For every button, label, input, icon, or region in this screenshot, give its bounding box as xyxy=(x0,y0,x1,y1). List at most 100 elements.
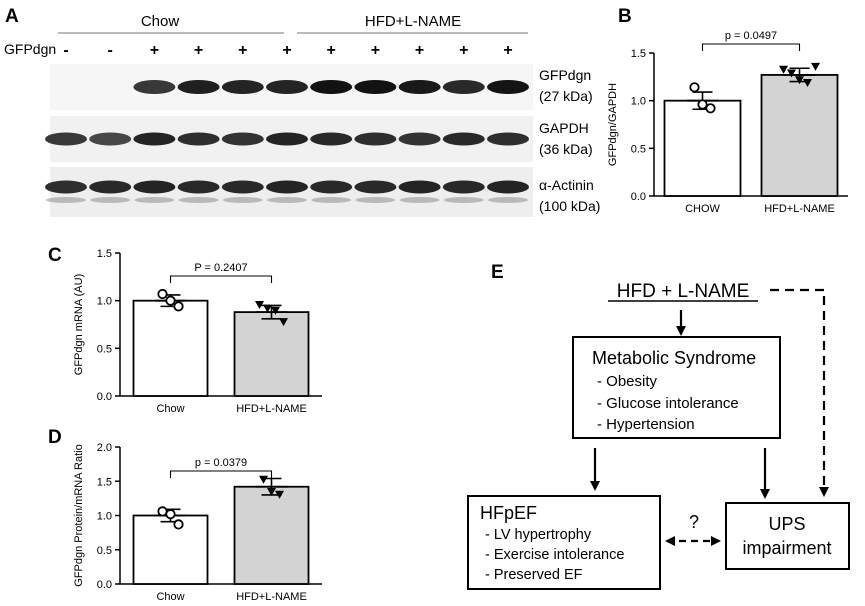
band-actinin-lower xyxy=(90,197,131,203)
x-tick-label: Chow xyxy=(156,403,184,415)
data-point xyxy=(165,295,176,306)
band-gapdh xyxy=(45,132,87,146)
p-value-label: P = 0.2407 xyxy=(194,262,247,274)
band-actinin xyxy=(45,180,87,194)
hfpef-item-exercise: - Exercise intolerance xyxy=(485,547,624,563)
y-axis-label: GFPdgn Protein/mRNA Ratio xyxy=(73,444,85,586)
y-tick-label: 0.5 xyxy=(97,343,112,355)
data-point xyxy=(255,300,264,309)
ups-line2: impairment xyxy=(742,538,831,558)
y-tick-label: 0.0 xyxy=(631,191,646,203)
band-gfpdgn xyxy=(221,80,264,94)
band-label-gfpdgn: GFPdgn xyxy=(539,67,591,83)
x-tick-label: HFD+L-NAME xyxy=(764,203,835,215)
bar xyxy=(233,485,310,585)
band-actinin-lower xyxy=(443,197,484,203)
x-tick-label: HFD+L-NAME xyxy=(236,591,307,603)
gfpdgn-row-label: GFPdgn xyxy=(4,41,56,57)
metabolic-item-obesity: - Obesity xyxy=(597,373,658,390)
y-tick-label: 0.5 xyxy=(97,545,112,557)
data-point xyxy=(697,99,708,110)
hfpef-item-lv: - LV hypertrophy xyxy=(485,527,592,543)
bar xyxy=(663,99,742,197)
y-tick-label: 0.5 xyxy=(631,143,646,155)
data-point xyxy=(165,509,176,520)
band-gfpdgn xyxy=(266,80,308,94)
band-actinin xyxy=(310,180,353,194)
band-gapdh xyxy=(266,132,308,146)
ups-impairment-box xyxy=(725,502,850,570)
hfpef-item-ef: - Preserved EF xyxy=(485,567,583,583)
band-actinin-lower xyxy=(178,197,219,203)
data-point xyxy=(779,65,788,74)
y-tick-label: 2.0 xyxy=(97,442,112,454)
significance-bracket xyxy=(169,275,273,283)
data-point xyxy=(811,62,820,71)
band-size-gapdh: (36 kDa) xyxy=(539,141,593,157)
band-actinin xyxy=(442,180,485,194)
band-gapdh xyxy=(221,132,264,146)
hfpef-title: HFpEF xyxy=(480,503,537,523)
band-actinin xyxy=(487,180,529,194)
hfpef-box xyxy=(467,495,661,590)
band-gapdh xyxy=(398,132,441,146)
y-tick-label: 0.0 xyxy=(97,579,112,591)
ups-line1: UPS xyxy=(768,514,805,534)
panel-letter-d: D xyxy=(48,427,62,448)
bar xyxy=(132,299,209,397)
y-axis-label: GFPdgn mRNA (AU) xyxy=(73,274,85,375)
band-label-actinin: α-Actinin xyxy=(539,177,594,193)
band-actinin xyxy=(133,180,176,194)
metabolic-item-hypertension: - Hypertension xyxy=(597,416,695,433)
data-point xyxy=(275,490,284,499)
band-actinin-lower xyxy=(311,197,352,203)
band-actinin xyxy=(221,180,264,194)
y-tick-label: 0.0 xyxy=(97,391,112,403)
band-actinin-lower xyxy=(399,197,440,203)
metabolic-syndrome-title: Metabolic Syndrome xyxy=(592,348,756,368)
band-gapdh xyxy=(177,132,220,146)
band-gfpdgn xyxy=(177,80,220,94)
band-actinin xyxy=(177,180,220,194)
band-gapdh xyxy=(487,132,529,146)
band-actinin xyxy=(354,180,397,194)
panel-e: E HFD + L-NAME Metabolic Syndrome - Obes… xyxy=(467,262,850,590)
panel-letter-e: E xyxy=(491,262,504,283)
band-actinin xyxy=(266,180,308,194)
panel-letter-c: C xyxy=(48,245,62,266)
lane-mark: + xyxy=(194,42,203,59)
y-tick-label: 1.5 xyxy=(631,48,646,60)
lane-mark: + xyxy=(371,42,380,59)
bar xyxy=(132,514,209,585)
dashed-arrow-hfd-to-ups xyxy=(770,288,829,497)
metabolic-syndrome-box xyxy=(572,336,781,439)
y-axis-label: GFPdgn/GAPDH xyxy=(607,83,619,166)
y-tick-label: 1.5 xyxy=(97,248,112,260)
band-gfpdgn xyxy=(354,80,397,94)
band-label-gapdh: GAPDH xyxy=(539,120,589,136)
band-actinin-lower xyxy=(488,197,528,203)
data-point xyxy=(803,79,812,88)
y-tick-label: 1.0 xyxy=(97,511,112,523)
band-gfpdgn xyxy=(442,80,485,94)
lane-mark: - xyxy=(108,42,113,59)
band-gapdh xyxy=(89,132,132,146)
band-gfpdgn xyxy=(133,80,176,94)
y-tick-label: 1.0 xyxy=(631,96,646,108)
group-label-chow: Chow xyxy=(141,13,180,30)
band-actinin xyxy=(89,180,132,194)
y-tick-label: 1.0 xyxy=(97,296,112,308)
band-size-gfpdgn: (27 kDa) xyxy=(539,88,593,104)
lane-mark: + xyxy=(459,42,468,59)
p-value-label: p = 0.0497 xyxy=(725,30,777,42)
lane-mark: + xyxy=(282,42,291,59)
panel-letter-b: B xyxy=(618,6,632,27)
data-point xyxy=(263,304,272,313)
band-actinin xyxy=(398,180,441,194)
data-point xyxy=(157,288,168,300)
band-gapdh xyxy=(133,132,176,146)
question-mark: ? xyxy=(689,512,699,532)
lane-mark: + xyxy=(150,42,159,59)
